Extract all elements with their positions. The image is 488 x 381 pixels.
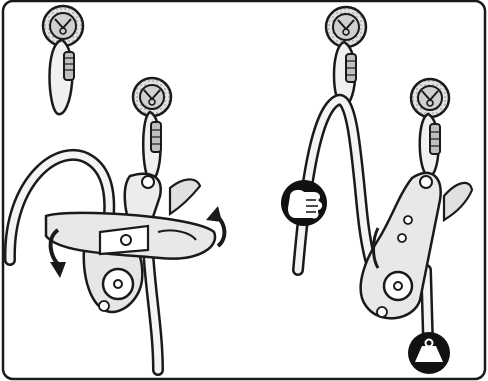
hand-grip-icon <box>281 180 327 226</box>
rotate-arrow-left <box>48 228 66 278</box>
rope-right <box>292 93 434 346</box>
anchor-top-right <box>324 5 368 49</box>
carabiner-top-left <box>48 38 75 116</box>
anchor-top-left <box>41 4 85 48</box>
anchor-left <box>131 76 173 118</box>
anchor-right <box>409 77 451 119</box>
descender-device-right <box>359 171 474 320</box>
right-panel <box>281 5 474 374</box>
left-panel <box>3 4 227 376</box>
rotate-arrow-right <box>206 206 227 248</box>
carabiner-right <box>418 112 441 178</box>
weight-load-icon <box>408 332 450 374</box>
descender-device-left <box>44 172 217 313</box>
carabiner-left <box>142 110 162 182</box>
